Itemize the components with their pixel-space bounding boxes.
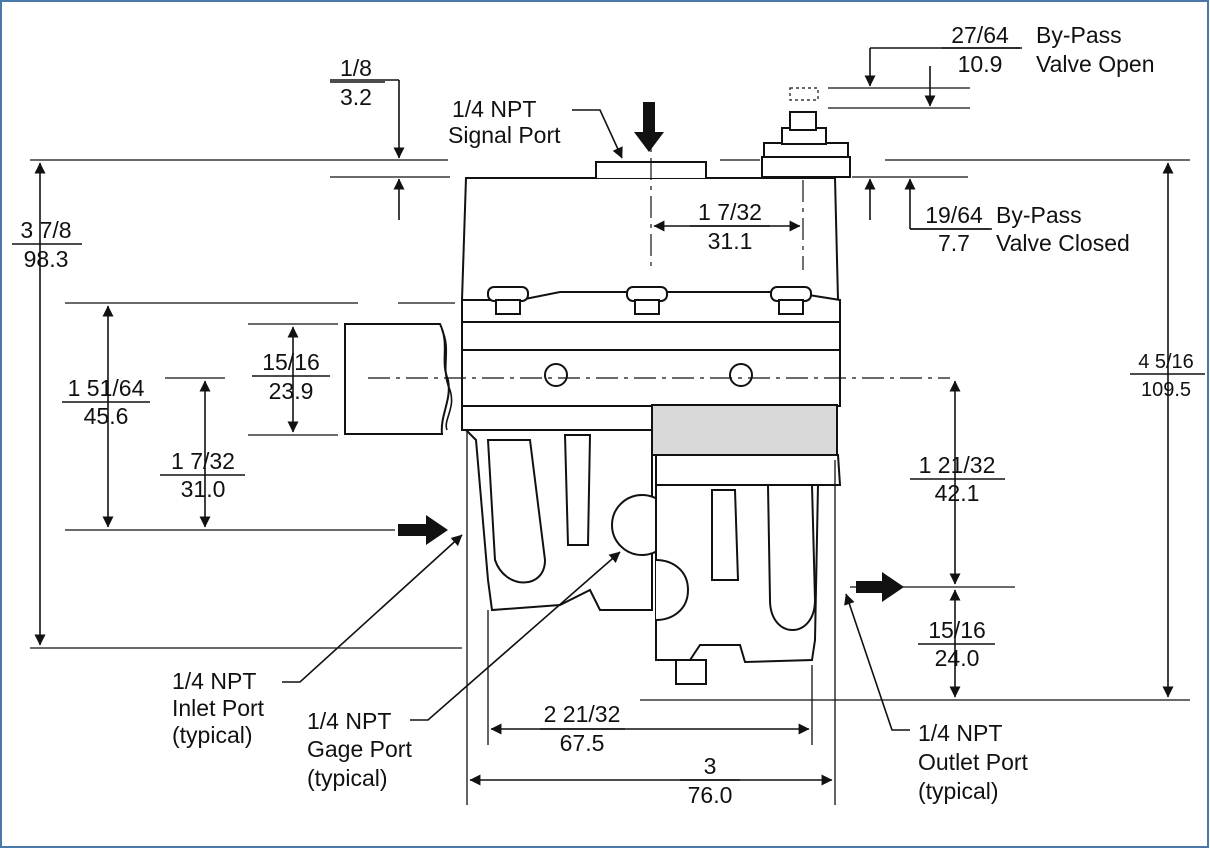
bypass-closed-label-2: Valve Closed: [996, 230, 1130, 256]
inlet-center-metric: 31.0: [181, 476, 226, 502]
overall-height-right-metric: 109.5: [1141, 379, 1191, 401]
bypass-closed-metric: 7.7: [938, 230, 970, 256]
bolt-span-fraction: 2 21/32: [544, 701, 621, 727]
outlet-upper-fraction: 1 21/32: [919, 452, 996, 478]
inlet-center-fraction: 1 7/32: [171, 448, 235, 474]
top-offset-fraction: 1/8: [340, 55, 372, 81]
bypass-open-metric: 10.9: [958, 51, 1003, 77]
signal-port-line2: Signal Port: [448, 122, 561, 148]
signal-port-line1: 1/4 NPT: [452, 96, 536, 122]
overall-width-fraction: 3: [704, 753, 717, 779]
outlet-upper-metric: 42.1: [935, 480, 980, 506]
top-offset-metric: 3.2: [340, 84, 372, 110]
bypass-open-label-1: By-Pass: [1036, 22, 1122, 48]
overall-height-left-fraction: 3 7/8: [20, 217, 71, 243]
outlet-lower-fraction: 15/16: [928, 617, 986, 643]
gage-port-line3: (typical): [307, 765, 388, 791]
gauge-block-metric: 23.9: [269, 378, 314, 404]
gage-port-line1: 1/4 NPT: [307, 708, 391, 734]
flow-arrows: [398, 102, 904, 602]
gage-port-line2: Gage Port: [307, 736, 412, 762]
overall-height-left-metric: 98.3: [24, 246, 69, 272]
inlet-flow-arrow: [398, 515, 448, 545]
outlet-port-line1: 1/4 NPT: [918, 720, 1002, 746]
signal-to-bolt-metric: 31.1: [708, 228, 753, 254]
bypass-open-fraction: 27/64: [951, 22, 1009, 48]
extension-lines: [30, 87, 1190, 805]
fraction-bars: [12, 47, 1205, 781]
bypass-closed-label-1: By-Pass: [996, 202, 1082, 228]
port-callouts: 1/4 NPT Signal Port 1/4 NPT Inlet Port (…: [172, 96, 1029, 804]
outlet-port-line2: Outlet Port: [918, 749, 1029, 775]
outlet-flow-arrow: [856, 572, 904, 602]
bypass-open-label-2: Valve Open: [1036, 51, 1154, 77]
gauge-block-fraction: 15/16: [262, 349, 320, 375]
upper-left-metric: 45.6: [84, 403, 129, 429]
inlet-port-line2: Inlet Port: [172, 695, 265, 721]
inlet-port-line1: 1/4 NPT: [172, 668, 256, 694]
overall-height-right-fraction: 4 5/16: [1138, 351, 1194, 373]
inlet-port-line3: (typical): [172, 722, 253, 748]
outlet-lower-metric: 24.0: [935, 645, 980, 671]
signal-to-bolt-fraction: 1 7/32: [698, 199, 762, 225]
leader-lines: [282, 109, 910, 731]
outlet-port-line3: (typical): [918, 778, 999, 804]
upper-left-fraction: 1 51/64: [68, 375, 145, 401]
signal-flow-arrow: [634, 102, 664, 152]
bolt-heads: [487, 286, 812, 315]
overall-width-metric: 76.0: [688, 782, 733, 808]
dimension-labels: 1/8 3.2 3 7/8 98.3 1 51/64 45.6 15/16 23…: [20, 22, 1193, 808]
bolt-span-metric: 67.5: [560, 730, 605, 756]
bypass-closed-fraction: 19/64: [925, 202, 983, 228]
